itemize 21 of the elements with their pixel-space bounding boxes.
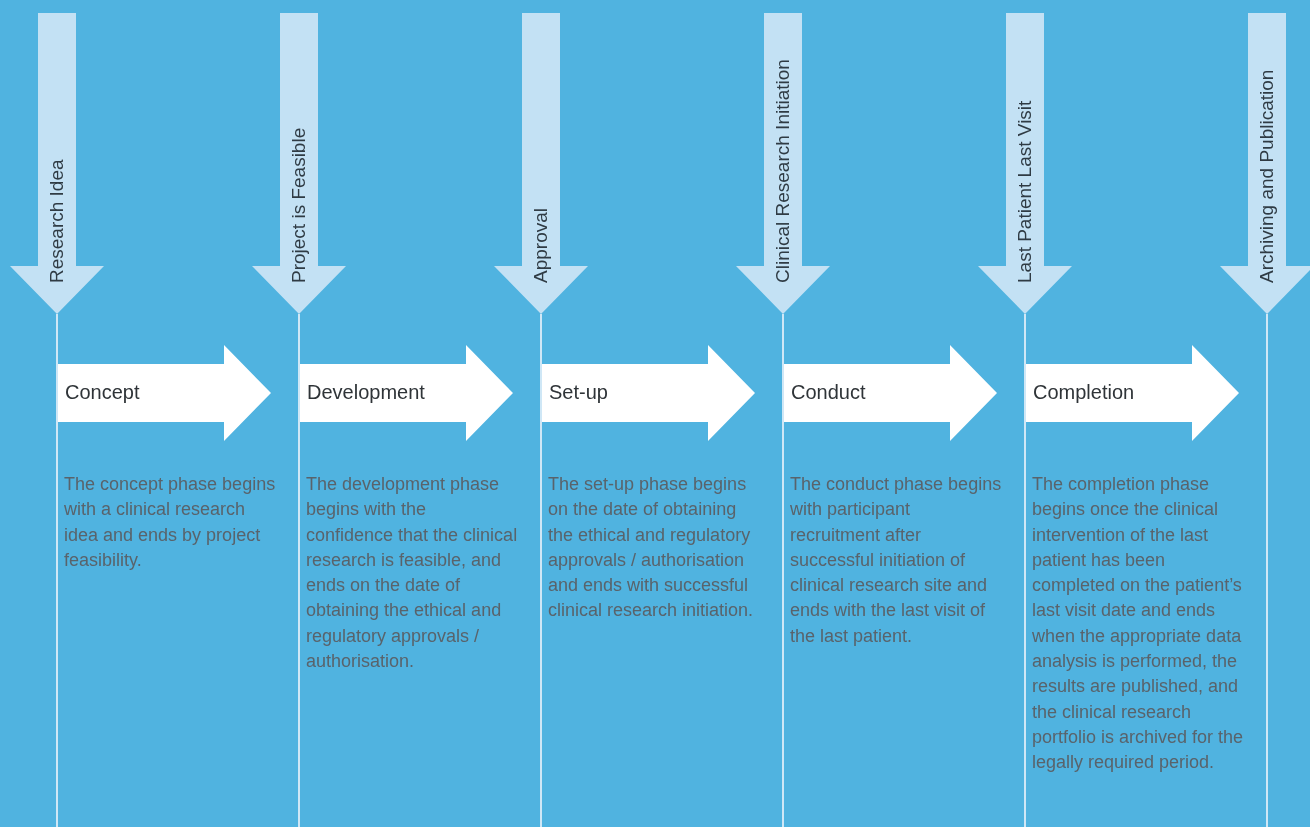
phase-description: The set-up phase begins on the date of obtaining the ethical and regulatory approvals / authorisation and ends with successful clinical research initiation. [548,473,755,623]
phase-description: The conduct phase begins with participant recruitment after successful initiation of clinical research site and ends with the last visit of the last patient. [790,473,1002,648]
milestone-label: Research Idea [45,159,68,283]
phase-description: The development phase begins with the confidence that the clinical research is feasible, and ends on the date of obtaining the ethical and regulatory approvals / authorisation. [306,473,518,674]
phase-banner [784,345,998,441]
milestone-label: Archiving and Publication [1255,69,1278,283]
phase-label: Conduct [791,380,866,405]
phase-label: Development [307,380,425,405]
phase-banner [58,345,272,441]
phase-banner [542,345,756,441]
milestone-label: Approval [529,208,552,283]
phase-description: The concept phase begins with a clinical research idea and ends by project feasibility. [64,473,276,572]
milestone-label: Last Patient Last Visit [1013,100,1036,283]
phase-banner [300,345,514,441]
phase-label: Concept [65,380,140,405]
phase-banner [1026,345,1240,441]
phase-label: Completion [1033,380,1135,405]
phase-label: Set-up [549,380,608,405]
milestone-label: Clinical Research Initiation [771,59,794,283]
milestone-label: Project is Feasible [287,127,310,283]
phase-description: The completion phase begins once the clinical intervention of the last patient has been completed on the patient’s last visit date and ends when the appropriate data analysis is performed, the results are published, and the clinical research portfolio is archived for the legally required period. [1032,473,1244,775]
